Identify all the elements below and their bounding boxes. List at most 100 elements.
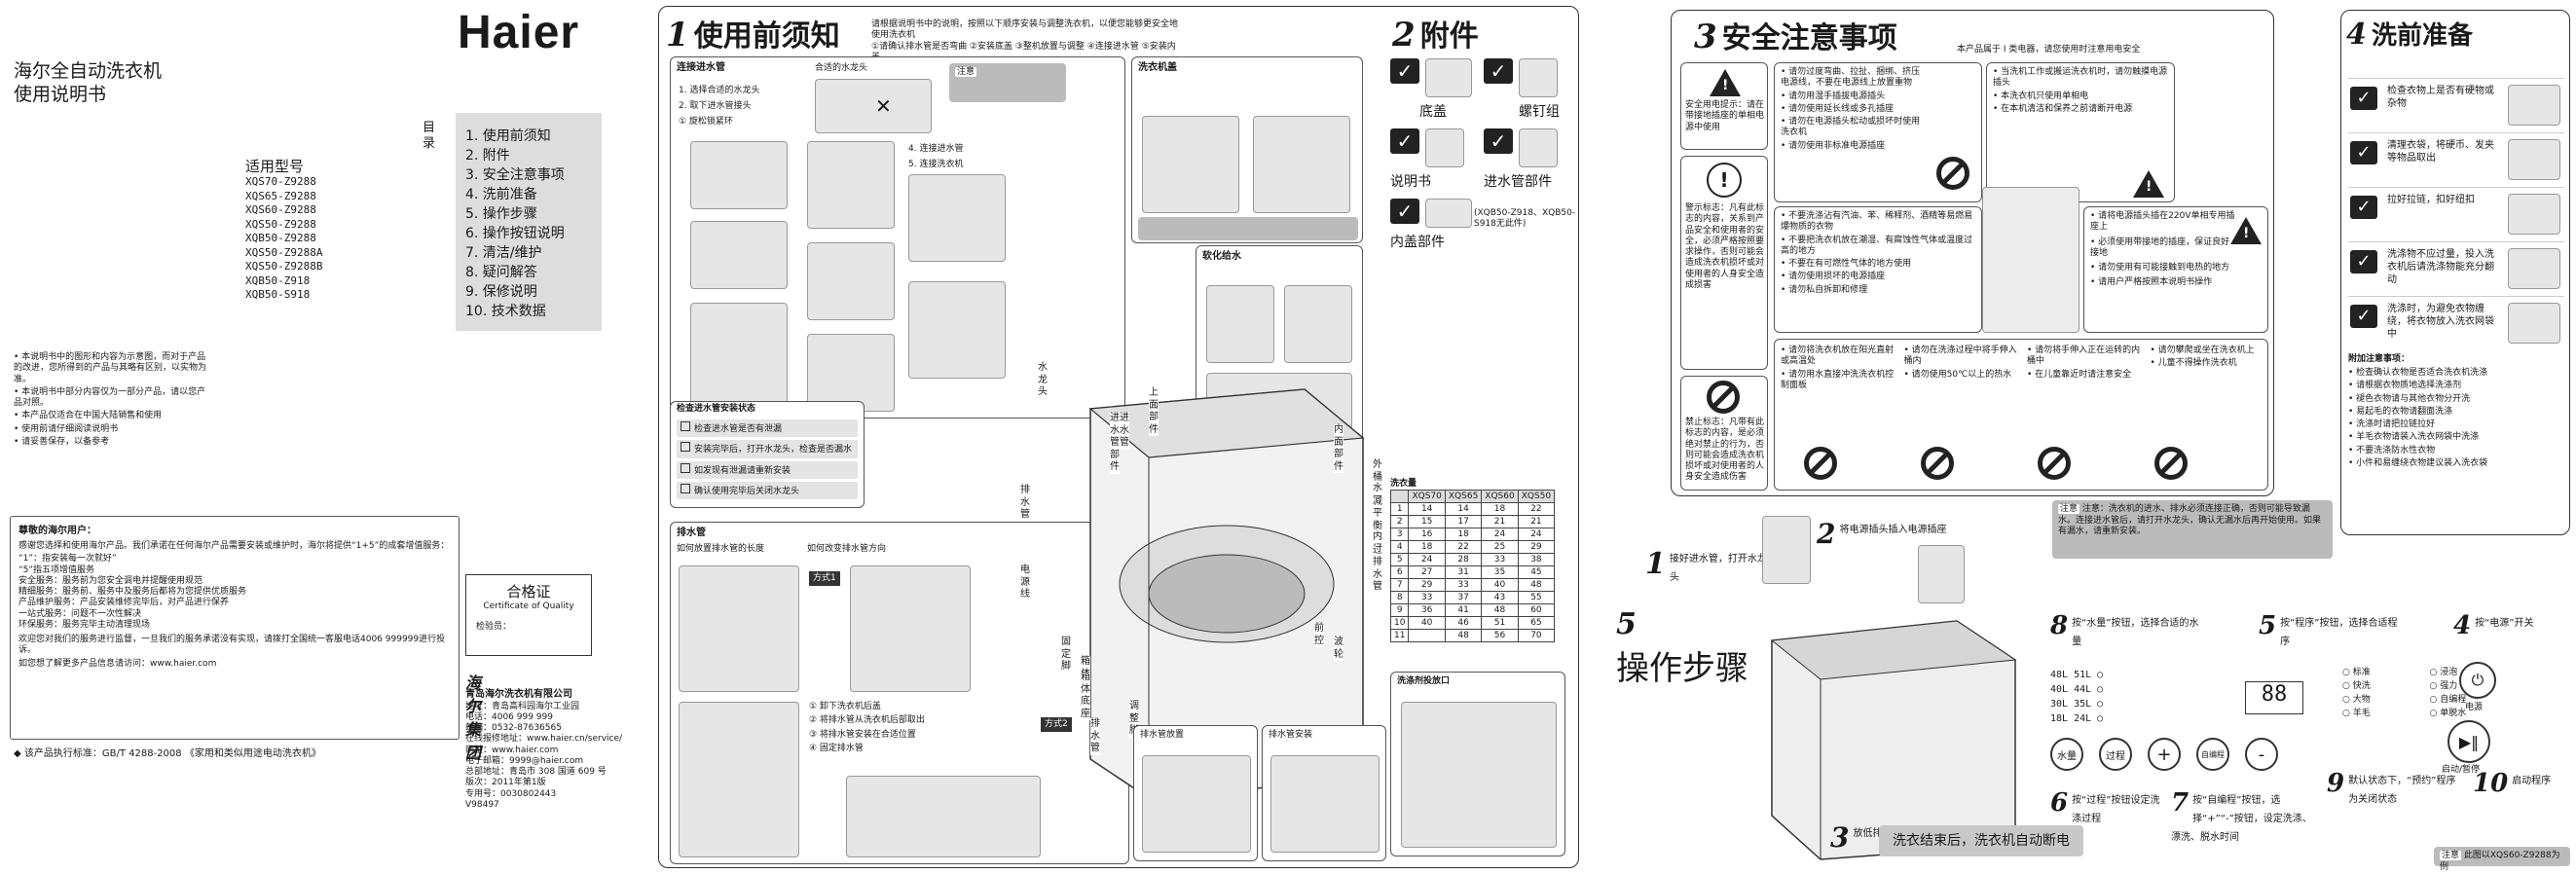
sec5-header: 5 操作步骤 [1616,607,1748,689]
table-cell: 31 [1444,565,1483,580]
sec1-number: 1 [666,16,689,55]
table-cell: 14 [1408,502,1446,517]
model-item: XQB50-Z9288 [245,232,316,244]
water-soft-title: 软化给水 [1202,251,1241,262]
rules-top-box: • 请勿过度弯曲、拉扯、捆绑、挤压电源线，不要在电源线上放置重物• 请勿用湿手插… [1774,62,1982,202]
program-list: ○ 标准○ 快洗○ 大物○ 羊毛○ 浸泡○ 强力○ 自编程○ 单脱水 [2342,666,2508,720]
table-cell: 60 [1517,603,1556,618]
drain-install-illus [1270,755,1380,853]
table-cell: 41 [1444,603,1483,618]
table-cell: 33 [1481,553,1519,567]
model-item: XQB50-S918 [245,288,311,301]
table-cell: 33 [1408,591,1446,605]
cover-warn [1138,217,1358,240]
cert-title: 合格证 [506,583,551,601]
cover-note: • 本说明书中部分内容仅为一部分产品，请以您产品对照。 [14,386,206,408]
table-cell: 18 [1408,540,1446,555]
inlet-sub: 合适的水龙头 [815,63,868,73]
model-item: XQS50-Z9288A [245,245,323,259]
bottom-cover-icon [1425,58,1472,97]
drain-title: 排水管 [677,528,706,538]
table-cell: 33 [1444,578,1483,593]
step-6-number: 6 [2050,788,2069,818]
self-program-button[interactable]: 自编程 [2196,738,2229,771]
table-cell: 17 [1444,515,1483,529]
step-10-number: 10 [2473,769,2509,798]
rules-mid-box: • 不要洗涤沾有汽油、苯、稀释剂、酒精等易燃易爆物质的衣物• 不要把洗衣机放在潮… [1774,206,1982,333]
plus-button[interactable]: + [2148,738,2181,771]
check-icon: ✓ [2350,196,2377,219]
step-7: 7 按“自编程”按钮，选择“+”“-”按钮，设定洗涤、漂洗、脱水时间 [2171,788,2317,844]
company-hq: 总部地址：青岛市 308 国道 609 号 [465,767,607,777]
table-cell: 28 [1444,553,1483,567]
safety-rule: • 必须使用带接地的插座，保证良好接地 [2090,237,2230,258]
safety-rule: • 请勿用水直接冲洗洗衣机控制面板 [1781,369,1895,390]
step-1-text: 接好进水管，打开水龙头 [1669,554,1767,583]
toc-label: 目录 [423,121,436,151]
warning-icon: ! [1707,163,1742,198]
connect-step: 4. 连接进水管 [908,144,964,154]
step-3-text: 放低排水管 [1853,828,1902,839]
part-label: 前控 [1314,623,1324,647]
company-service-web: 在线报修地址：www.haier.cn/service/ [465,734,623,745]
prewash-item: ✓洗涤物不应过量，投入洗衣机后请洗涤物能充分翻动 [2348,241,2564,296]
checkbox-icon [681,442,690,453]
table-cell: 16 [1408,528,1446,542]
water-level-item: 18L 24L ○ [2050,713,2104,724]
check-install-box: 检查进水管安装状态 检查进水管是否有泄漏安装完毕后，打开水龙头，检查是否漏水如发… [670,401,865,508]
letter-item: 一站式服务：问题不一次性解决 [18,608,142,619]
table-cell: 55 [1517,591,1556,605]
part-label: 排水管 [1373,557,1382,594]
model-note-text: 此图以XQS60-Z9288为例 [2440,851,2560,872]
program-item: ○ 标准 [2342,668,2371,677]
plug-step-illus [1918,545,1965,603]
check-icon: ✓ [2350,250,2377,273]
safety-machine-illus [1982,187,2079,333]
acc-item-screws: ✓ 螺钉组 [1484,58,1560,120]
caution-icon: ! [1710,69,1741,96]
part-label: 内面部件 [1334,424,1343,473]
acc-label-inner-cover: 内盖部件 [1390,235,1445,250]
inlet-warn: 注意 [949,63,1066,102]
safety-rule: • 请勿攀爬或坐在洗衣机上 [2150,346,2255,355]
start-pause-button[interactable]: ▶‖ [2447,720,2490,763]
ban-legend: 禁止标志：凡带有此标志的内容，是必须绝对禁止的行为，否则可能会造成洗衣机损坏或对… [1680,376,1768,491]
faucet-illustration [815,79,932,133]
toc-item: 3. 安全注意事项 [465,167,565,183]
plus-button-label: + [2156,744,2172,765]
inlet-hose-title: 连接进水管 [677,62,725,73]
power-button[interactable]: ⏻ [2459,662,2496,699]
inlet-step-illus-5 [807,242,895,320]
sec2-header: 2 附件 [1392,12,1479,55]
water-button[interactable]: 水量 [2050,738,2083,771]
table-cell: 48 [1517,578,1556,593]
safety-rule: • 不要在有可燃性气体的地方使用 [1781,259,1912,269]
warn-legend: ! 警示标志：凡有此标志的内容，关系到产品安全和使用者的安全，必须严格按照要求操… [1680,156,1768,370]
drain-method1-illus [850,565,971,692]
step-10-text: 启动程序 [2512,776,2552,786]
sec2-title: 附件 [1419,19,1479,54]
safety-rule: • 请勿在电源插头松动或损坏时使用洗衣机 [1781,117,1921,138]
letter-item: “1”：指安装每一次就好” [18,554,117,564]
process-button[interactable]: 过程 [2099,738,2132,771]
safety-rule: • 请将电源插头插在220V单相专用插座上 [2090,211,2235,233]
table-cell: 70 [1517,629,1556,643]
drain-note: ② 将排水管从洗衣机后部取出 [809,715,925,726]
inlet-step-illus-4 [807,141,895,229]
part-label: 电源线 [1020,564,1030,601]
prewash-item-text: 检查衣物上是否有硬物或杂物 [2387,86,2494,109]
step-5: 5 按“程序”按钮，选择合适程序 [2259,611,2405,648]
inner-cover-icon [1425,199,1472,228]
safety-rule: • 请勿使用延长线或多孔插座 [1781,103,1895,114]
minus-button[interactable]: - [2245,738,2278,771]
inlet-step-illus-3 [690,303,788,410]
table-cell: 5 [1389,553,1410,567]
letter-item: 精细服务：服务前、服务中及服务后都将为您提供优质服务 [18,587,247,597]
minus-button-label: - [2258,744,2265,765]
safety-rule: • 请勿过度弯曲、拉扯、捆绑、挤压电源线，不要在电源线上放置重物 [1781,67,1921,89]
table-cell: 27 [1408,565,1446,580]
